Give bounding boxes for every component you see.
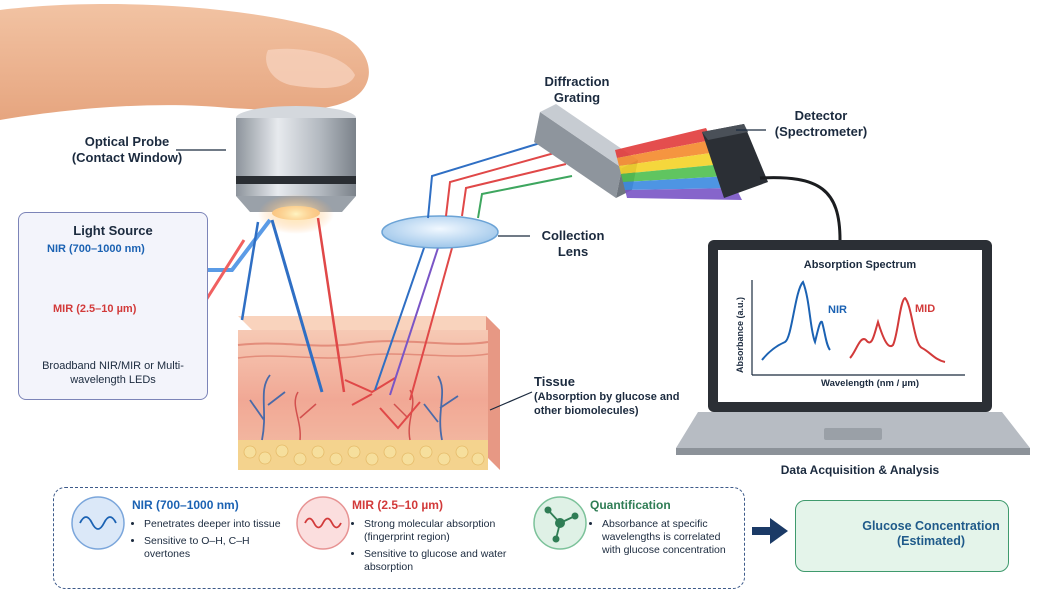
list-item: Absorbance at specific wavelengths is co… — [602, 518, 740, 557]
return-ray-red — [409, 247, 453, 401]
mir-wave-icon — [296, 496, 350, 550]
list-item: Strong molecular absorption (fingerprint… — [364, 518, 520, 544]
nir-bullets: Penetrates deeper into tissue Sensitive … — [132, 518, 282, 565]
return-ray-blue — [374, 244, 426, 391]
finger — [0, 4, 369, 120]
detector-cable — [759, 176, 842, 241]
optical-probe — [236, 106, 356, 234]
lens-to-grating-rays — [427, 139, 573, 219]
spectrum-fan — [615, 128, 742, 200]
light-source-note: Broadband NIR/MIR or Multi-wavelength LE… — [42, 360, 184, 386]
mir-column-title: MIR (2.5–10 µm) — [352, 498, 443, 512]
mir-column: MIR (2.5–10 µm) Strong molecular absorpt… — [352, 488, 520, 588]
collection-lens-label: Collection Lens — [541, 228, 605, 259]
spectrum-xlabel: Wavelength (nm / µm) — [820, 378, 919, 389]
light-source-box: Light Source NIR (700–1000 nm) MIR (2.5–… — [18, 212, 208, 400]
scatter-paths — [344, 377, 421, 430]
tissue-leader-line — [489, 391, 533, 411]
spectrum-nir-label: NIR — [828, 304, 847, 316]
incident-nir-beam — [270, 219, 324, 393]
spectrum-mid-label: MID — [915, 303, 936, 315]
nir-column: NIR (700–1000 nm) Penetrates deeper into… — [132, 488, 282, 588]
light-source-title: Light Source — [73, 223, 153, 238]
quantification-column: Quantification Absorbance at specific wa… — [590, 488, 740, 588]
mir-bullets: Strong molecular absorption (fingerprint… — [352, 518, 520, 578]
mid-spectrum-curve — [849, 296, 946, 363]
right-arrow-icon — [752, 518, 788, 544]
laptop — [676, 240, 1030, 455]
list-item: Sensitive to glucose and water absorptio… — [364, 548, 520, 574]
list-item: Sensitive to O–H, C–H overtones — [144, 535, 282, 561]
spectrum-title: Absorption Spectrum — [803, 259, 917, 271]
quantification-column-title: Quantification — [590, 498, 671, 512]
incident-mir-beam — [316, 217, 346, 393]
spectrum-ylabel: Absorbance (a.u.) — [735, 297, 745, 374]
list-item: Penetrates deeper into tissue — [144, 518, 282, 531]
diffraction-grating-label: Diffraction Grating — [544, 74, 610, 105]
light-source-mir-label: MIR (2.5–10 µm) — [53, 303, 137, 315]
summary-panel: NIR (700–1000 nm) Penetrates deeper into… — [53, 487, 745, 589]
optical-probe-label: Optical Probe (Contact Window) — [71, 134, 183, 165]
quantification-icon — [533, 496, 587, 550]
detector-label: Detector (Spectrometer) — [774, 108, 868, 139]
detector — [702, 124, 768, 198]
reflected-beam — [240, 221, 260, 321]
return-ray-purple — [389, 247, 439, 396]
tissue-block — [237, 316, 500, 470]
light-source-nir-label: NIR (700–1000 nm) — [47, 243, 145, 255]
nir-wave-icon — [71, 496, 125, 550]
tissue-label: Tissue (Absorption by glucose and other … — [534, 374, 680, 417]
collection-lens — [381, 215, 499, 249]
quantification-bullets: Absorbance at specific wavelengths is co… — [590, 518, 740, 561]
data-acquisition-label: Data Acquisition & Analysis — [780, 463, 940, 477]
absorption-plot — [751, 280, 965, 376]
nir-spectrum-curve — [761, 280, 831, 361]
glucose-box: Glucose Concentration (Estimated) — [795, 500, 1009, 572]
glucose-text: Glucose Concentration (Estimated) — [862, 519, 1000, 548]
nir-column-title: NIR (700–1000 nm) — [132, 498, 239, 512]
